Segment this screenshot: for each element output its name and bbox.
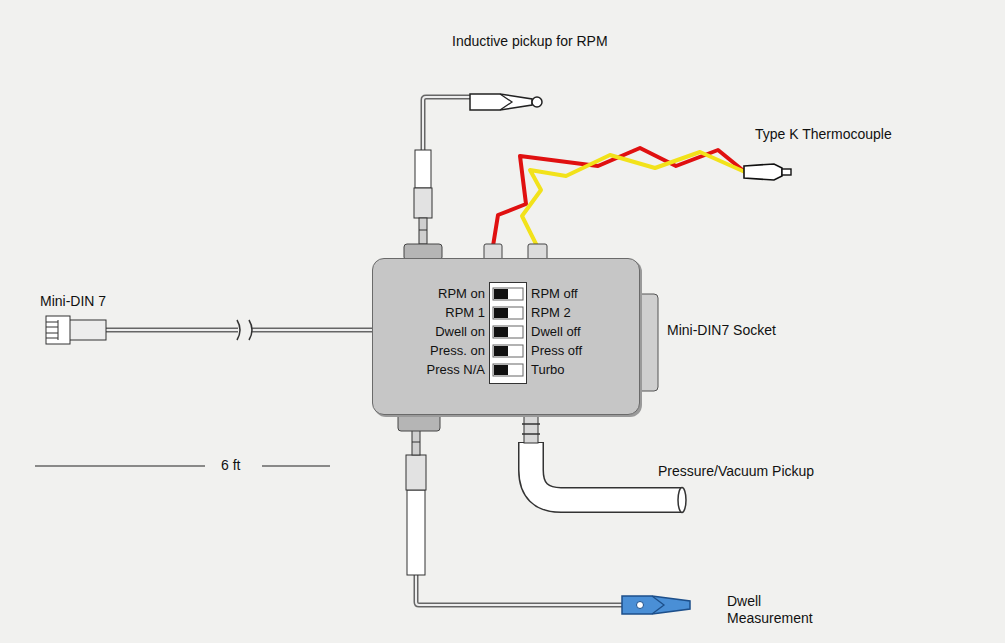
- yellow-wire: [522, 152, 745, 246]
- switch-position-text: Press. on: [430, 343, 485, 358]
- switch-slot: [493, 345, 523, 357]
- switch-position-label: Dwell on: [435, 324, 485, 340]
- label-text: Mini-DIN 7: [40, 293, 106, 309]
- plug-grip: [407, 490, 425, 575]
- clip-jaw: [500, 94, 512, 110]
- clip-jaw: [652, 596, 664, 614]
- red-wire: [493, 148, 745, 246]
- switch-position-text: RPM 1: [445, 305, 485, 320]
- switch-position-label: RPM 1: [445, 305, 485, 321]
- switch-position-text: Press off: [531, 343, 582, 358]
- probe-body: [744, 164, 782, 180]
- probe-tip: [782, 169, 791, 175]
- dwell-lead: [398, 413, 690, 614]
- switch-slot: [493, 364, 523, 376]
- switch-position-text: Turbo: [531, 362, 564, 377]
- switch-slider: [494, 308, 508, 318]
- pressure-hose: [522, 413, 686, 513]
- switch-slider: [494, 327, 508, 337]
- dwell-clip: [622, 596, 690, 614]
- clip-body: [470, 94, 532, 110]
- hose-nozzle: [524, 413, 538, 443]
- part-label: Pressure/Vacuum Pickup: [658, 463, 814, 480]
- plug-tip: [412, 430, 420, 455]
- plug-grip: [415, 150, 431, 188]
- switch-slider: [494, 289, 508, 299]
- cable: [416, 575, 623, 605]
- label-text: Type K Thermocouple: [755, 126, 892, 142]
- switch-position-text: Press N/A: [426, 362, 485, 377]
- plug-pins: [46, 320, 58, 340]
- switch-slot: [493, 326, 523, 338]
- connector-label: Mini-DIN 7: [40, 293, 106, 310]
- cable: [423, 97, 472, 150]
- cable-core: [416, 575, 623, 605]
- label-text: Inductive pickup for RPM: [452, 33, 608, 49]
- plug-boot: [68, 320, 106, 340]
- switch-position-label: Press N/A: [426, 362, 485, 378]
- clip-pivot: [637, 602, 644, 609]
- part-label: Dwell Measurement: [727, 593, 827, 627]
- switch-position-text: Dwell on: [435, 324, 485, 339]
- switch-position-label: RPM on: [438, 286, 485, 302]
- mini-din-socket: [638, 294, 658, 391]
- switch-position-label: Turbo: [531, 362, 564, 378]
- dip-switch: [489, 282, 527, 384]
- switch-slider: [494, 346, 508, 356]
- switch-position-text: Dwell off: [531, 324, 581, 339]
- hose-end: [678, 488, 686, 513]
- control-box: RPM on RPM offRPM 1 RPM 2 Dwell on Dwell off…: [372, 258, 640, 415]
- nozzle-barb: [522, 424, 540, 434]
- switch-slot: [493, 288, 523, 300]
- jack-socket: [398, 413, 440, 431]
- mini-din-cable: [46, 316, 374, 344]
- dimension-label: 6 ft: [221, 457, 240, 474]
- switch-position-label: RPM off: [531, 286, 578, 302]
- plug-ring: [412, 442, 420, 443]
- plug-tip: [419, 218, 427, 244]
- dimension-line: [35, 465, 330, 466]
- thermocouple: [484, 148, 791, 260]
- switch-block: [490, 283, 527, 384]
- label-text: Pressure/Vacuum Pickup: [658, 463, 814, 479]
- switch-slider: [494, 365, 508, 375]
- switch-position-label: Press. on: [430, 343, 485, 359]
- switch-position-text: RPM 2: [531, 305, 571, 320]
- switch-position-label: Dwell off: [531, 324, 581, 340]
- plug-ring: [419, 230, 427, 231]
- plug-sleeve: [414, 188, 432, 218]
- clip-tip: [532, 97, 542, 107]
- label-text: Mini-DIN7 Socket: [667, 322, 776, 338]
- plug-sleeve: [406, 455, 426, 490]
- switch-position-text: RPM off: [531, 286, 578, 301]
- switch-slot: [493, 307, 523, 319]
- label-text: Dwell Measurement: [727, 593, 813, 626]
- part-label: Inductive pickup for RPM: [452, 33, 608, 50]
- part-label: Type K Thermocouple: [755, 126, 892, 143]
- switch-position-text: RPM on: [438, 286, 485, 301]
- break-mark: [237, 320, 252, 340]
- switch-slots: [493, 288, 523, 376]
- connector-label: Mini-DIN7 Socket: [667, 322, 776, 339]
- plug-head: [46, 316, 70, 344]
- switch-position-label: RPM 2: [531, 305, 571, 321]
- cable-core: [423, 97, 472, 150]
- label-text: 6 ft: [221, 457, 240, 473]
- switch-position-label: Press off: [531, 343, 582, 359]
